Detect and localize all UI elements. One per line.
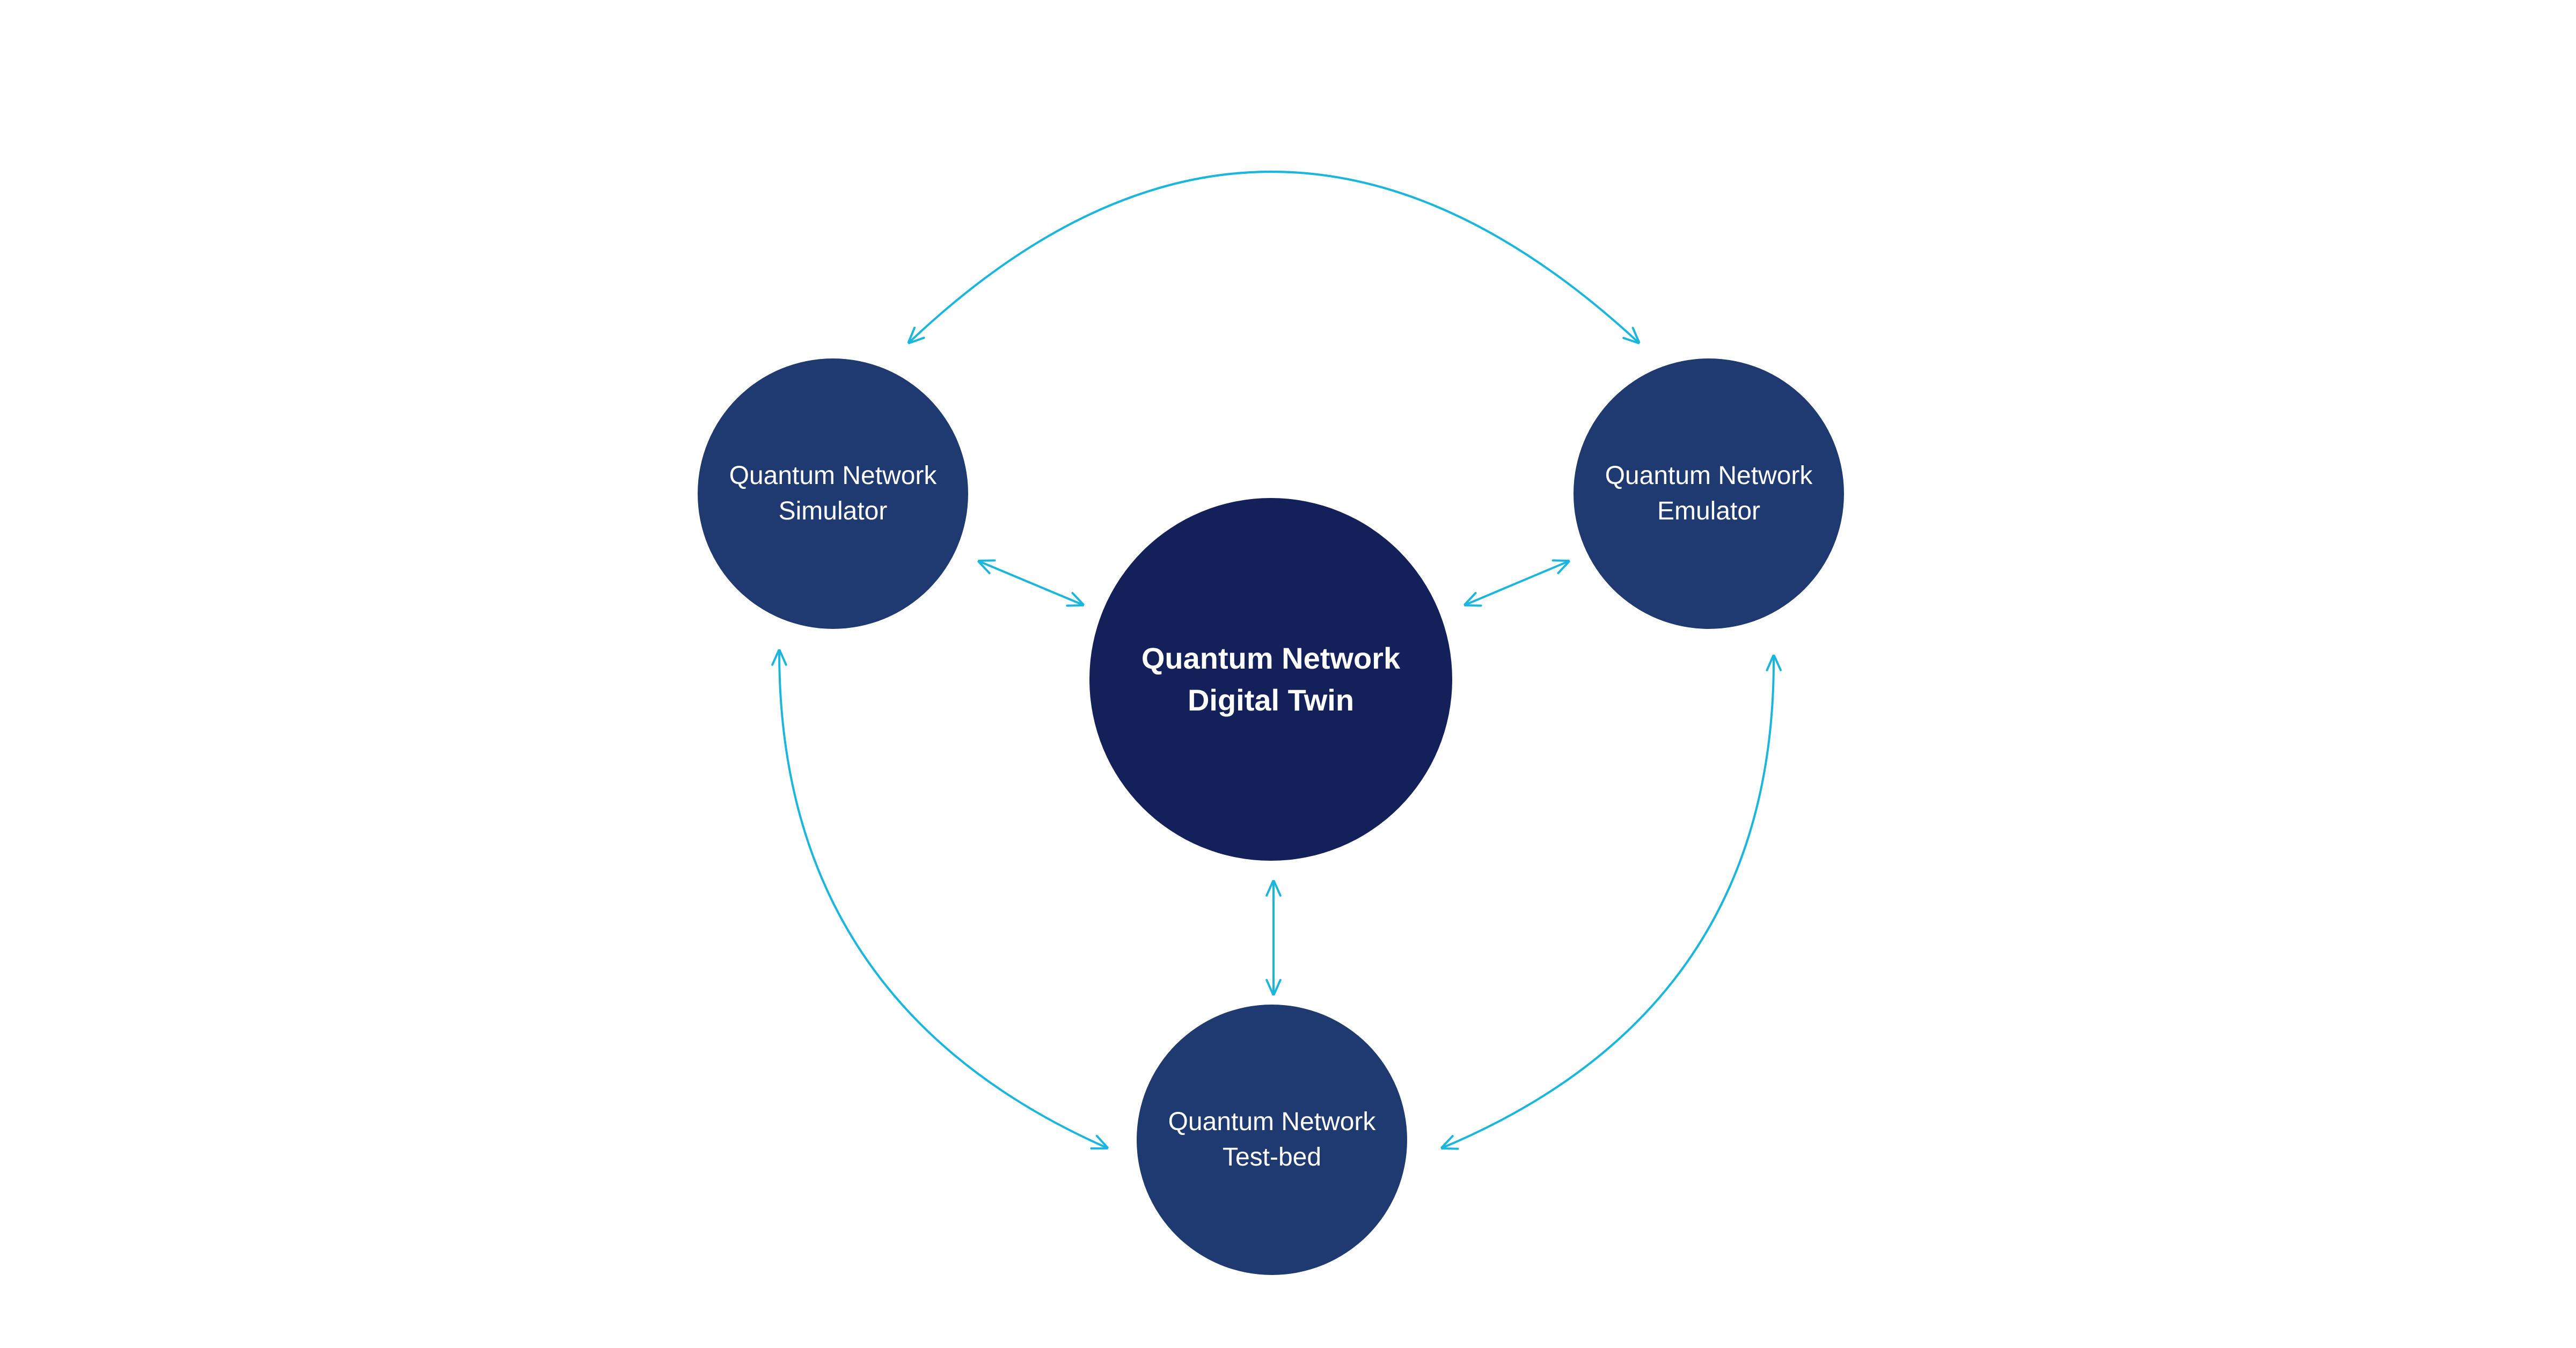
digital-twin-node: Quantum Network Digital Twin bbox=[1089, 498, 1452, 861]
emulator-node: Quantum Network Emulator bbox=[1574, 358, 1844, 629]
line-emulator-twin bbox=[1464, 561, 1570, 605]
digital-twin-node-label-line1: Quantum Network bbox=[1141, 641, 1401, 675]
line-simulator-twin bbox=[978, 561, 1084, 605]
emulator-node-label-line1: Quantum Network bbox=[1605, 461, 1813, 490]
emulator-node-label-line2: Emulator bbox=[1657, 497, 1761, 525]
arc-simulator-testbed bbox=[779, 649, 1108, 1148]
simulator-node-label-line2: Simulator bbox=[778, 497, 888, 525]
simulator-node-label-line1: Quantum Network bbox=[729, 461, 937, 490]
arc-simulator-emulator bbox=[908, 171, 1640, 343]
testbed-node-label-line1: Quantum Network bbox=[1168, 1108, 1376, 1136]
digital-twin-node-label-line2: Digital Twin bbox=[1187, 683, 1355, 717]
arc-emulator-testbed bbox=[1441, 655, 1774, 1148]
simulator-node: Quantum Network Simulator bbox=[698, 358, 968, 629]
testbed-node: Quantum Network Test-bed bbox=[1137, 1005, 1407, 1275]
testbed-node-label-line2: Test-bed bbox=[1222, 1143, 1322, 1171]
